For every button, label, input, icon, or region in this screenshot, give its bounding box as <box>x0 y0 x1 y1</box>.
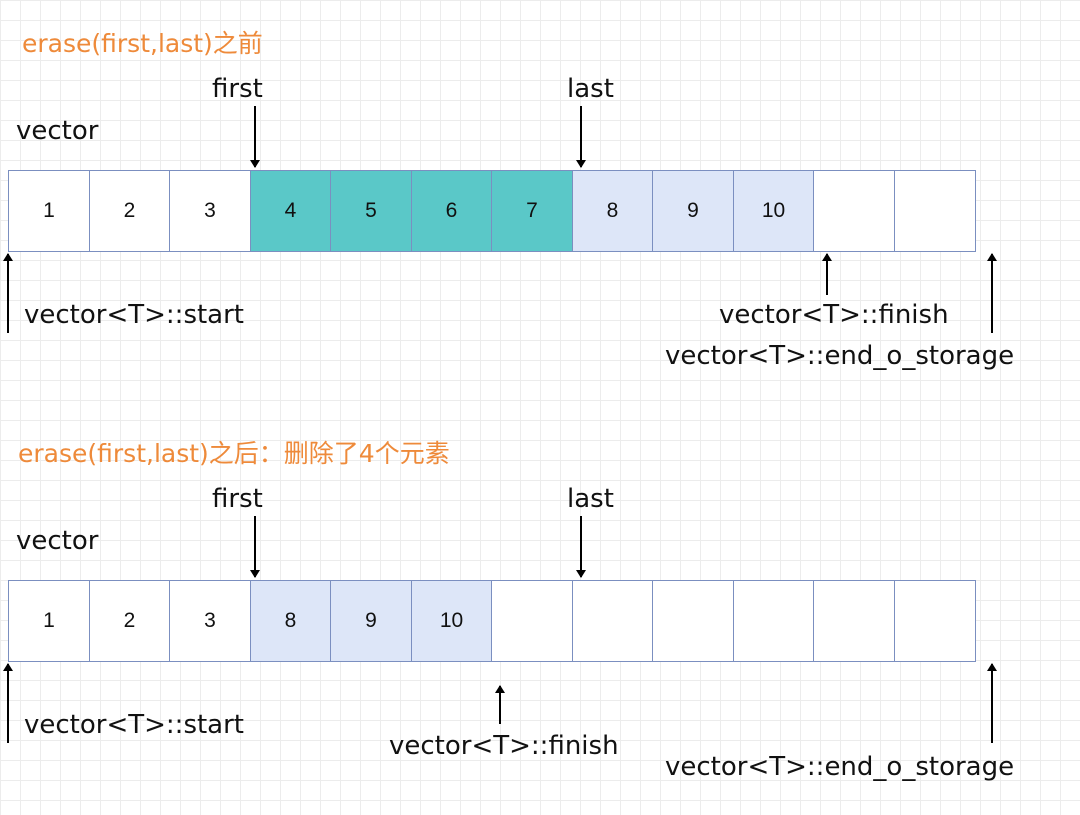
after-vector-label: vector <box>16 526 99 556</box>
before-cell-4: 4 <box>249 170 332 252</box>
after-heading: erase(first,last)之后：删除了4个元素 <box>18 439 450 468</box>
after-cell-9 <box>652 580 734 662</box>
before-cell-11 <box>813 170 895 252</box>
after-cell-4: 8 <box>249 580 332 662</box>
before-cell-9: 9 <box>652 170 734 252</box>
before-end-storage-label: vector<T>::end_o_storage <box>665 341 1015 371</box>
after-cell-12 <box>893 580 976 662</box>
after-cell-1: 1 <box>8 580 90 662</box>
before-cell-8: 8 <box>571 170 654 252</box>
before-start-label: vector<T>::start <box>24 300 244 330</box>
before-heading: erase(first,last)之前 <box>22 29 263 58</box>
before-vector-label: vector <box>16 116 99 146</box>
after-end-storage-label: vector<T>::end_o_storage <box>665 752 1015 782</box>
before-first-label: first <box>212 74 263 104</box>
after-cell-11 <box>813 580 895 662</box>
after-cell-3: 3 <box>169 580 251 662</box>
after-finish-label: vector<T>::finish <box>389 731 619 761</box>
after-cell-2: 2 <box>88 580 171 662</box>
after-start-label: vector<T>::start <box>24 710 244 740</box>
before-cell-5: 5 <box>330 170 412 252</box>
before-last-label: last <box>567 74 614 104</box>
before-cell-1: 1 <box>8 170 90 252</box>
after-cell-6: 10 <box>410 580 493 662</box>
after-last-label: last <box>567 484 614 514</box>
after-cell-10 <box>732 580 815 662</box>
before-cell-7: 7 <box>491 170 573 252</box>
before-cell-12 <box>893 170 976 252</box>
before-finish-label: vector<T>::finish <box>719 300 949 330</box>
before-cell-10: 10 <box>732 170 815 252</box>
after-first-label: first <box>212 484 263 514</box>
